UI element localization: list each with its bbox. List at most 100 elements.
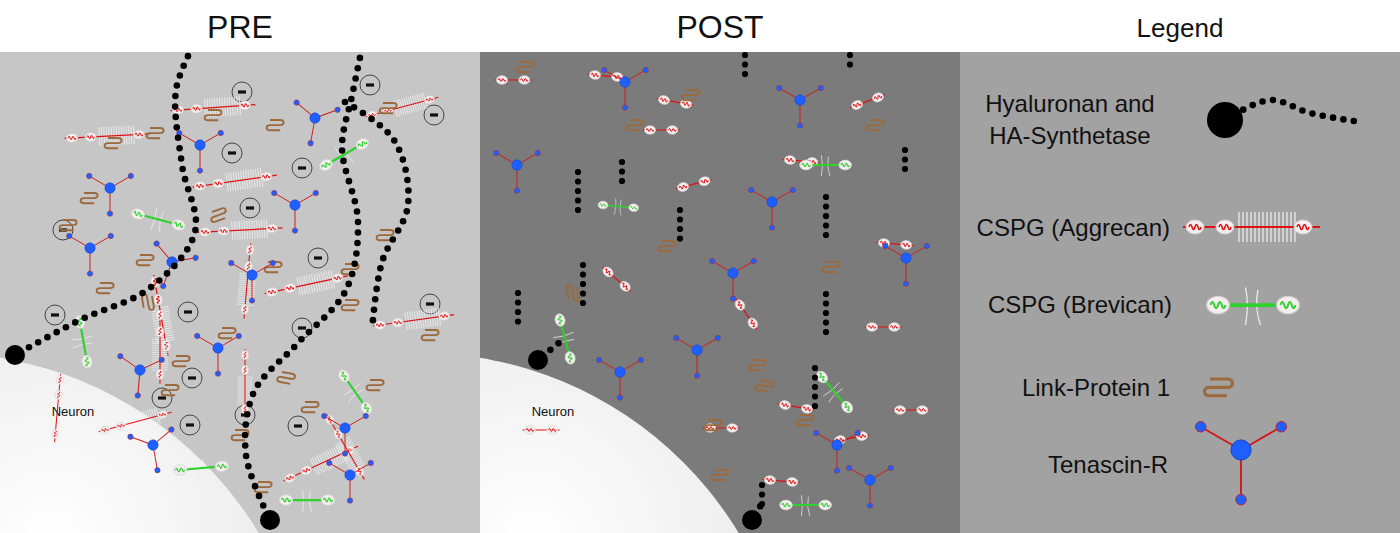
negative-charge bbox=[292, 318, 312, 338]
hyaluronan-fragment bbox=[575, 169, 581, 213]
link-protein bbox=[627, 120, 644, 130]
aggrecan bbox=[732, 296, 760, 331]
globular-domain bbox=[266, 287, 279, 298]
aggrecan bbox=[876, 238, 914, 250]
aggrecan bbox=[762, 475, 800, 487]
globular-domain bbox=[784, 155, 796, 165]
aggrecan bbox=[1183, 212, 1320, 242]
negative-charge bbox=[222, 143, 242, 163]
globular-domain bbox=[871, 91, 884, 103]
globular-domain bbox=[321, 495, 335, 506]
link-protein bbox=[232, 430, 249, 440]
link-protein bbox=[209, 207, 228, 222]
negative-charge bbox=[178, 302, 198, 322]
tenascin-r bbox=[194, 333, 241, 376]
link-protein bbox=[797, 415, 814, 425]
link-protein bbox=[205, 110, 222, 120]
brevican bbox=[800, 155, 852, 176]
link-protein bbox=[81, 193, 98, 203]
globular-domain bbox=[866, 323, 877, 332]
tenascin-r bbox=[748, 187, 795, 230]
tenascin-r bbox=[321, 413, 368, 456]
tenascin-r bbox=[326, 460, 373, 503]
globular-domain bbox=[889, 323, 900, 332]
globular-domain bbox=[191, 104, 203, 113]
neuron-body bbox=[0, 353, 312, 533]
globular-domain bbox=[1207, 296, 1230, 314]
hyaluronan-chain bbox=[547, 340, 562, 353]
aggrecan bbox=[197, 219, 283, 242]
globular-domain bbox=[519, 76, 530, 85]
globular-domain bbox=[676, 181, 689, 192]
aggrecan bbox=[372, 306, 456, 335]
globular-domain bbox=[99, 425, 111, 435]
aggrecan bbox=[849, 91, 887, 112]
negative-charge bbox=[288, 416, 308, 436]
link-protein bbox=[367, 380, 384, 390]
globular-domain bbox=[850, 99, 863, 111]
aggrecan bbox=[238, 349, 253, 418]
globular-domain bbox=[199, 227, 211, 236]
legend-text: Hyaluronan and HA-Synthetase bbox=[965, 88, 1175, 152]
brevican bbox=[1207, 288, 1300, 326]
aggrecan bbox=[64, 125, 150, 148]
negative-charge bbox=[180, 415, 200, 435]
globular-domain bbox=[66, 133, 78, 142]
link-protein bbox=[659, 241, 676, 251]
tenascin-r bbox=[709, 258, 756, 301]
link-protein bbox=[867, 120, 884, 130]
globular-domain bbox=[524, 426, 535, 435]
globular-domain bbox=[496, 76, 507, 85]
hyaluronan-fragment bbox=[619, 159, 625, 184]
globular-domain bbox=[156, 327, 164, 337]
hyaluronan-chain bbox=[242, 55, 363, 509]
globular-domain bbox=[51, 429, 59, 439]
globular-domain bbox=[780, 500, 793, 510]
panel-heading: POST bbox=[676, 9, 763, 46]
globular-domain bbox=[1277, 296, 1300, 314]
link-protein bbox=[566, 284, 579, 303]
link-protein bbox=[105, 138, 122, 148]
negative-charge bbox=[240, 198, 260, 218]
hyaluronan-fragment bbox=[823, 194, 829, 238]
globular-domain bbox=[900, 240, 912, 250]
link-protein bbox=[219, 328, 236, 338]
negative-charge bbox=[232, 82, 252, 102]
legend-samples bbox=[1183, 97, 1357, 505]
link-protein bbox=[277, 371, 296, 384]
negative-charge bbox=[45, 305, 65, 325]
globular-domain bbox=[819, 500, 832, 510]
aggrecan bbox=[643, 126, 680, 135]
link-protein bbox=[342, 300, 359, 310]
hyaluronan-fragment bbox=[902, 147, 908, 172]
globular-domain bbox=[212, 178, 224, 188]
aggrecan bbox=[170, 95, 256, 119]
hyaluronan-fragment bbox=[677, 207, 683, 242]
ha-synthase bbox=[260, 510, 280, 530]
aggrecan bbox=[320, 410, 372, 484]
tenascin-r bbox=[846, 465, 893, 508]
globular-domain bbox=[81, 354, 93, 369]
neuron-body bbox=[480, 353, 792, 533]
globular-domain bbox=[554, 313, 567, 328]
globular-domain bbox=[239, 101, 251, 110]
negative-charge bbox=[182, 368, 202, 388]
globular-domain bbox=[779, 400, 791, 410]
tenascin-r bbox=[86, 173, 133, 216]
aggrecan bbox=[600, 264, 634, 295]
globular-domain bbox=[284, 283, 297, 294]
negative-charge bbox=[308, 248, 328, 268]
aggrecan bbox=[675, 175, 713, 193]
neuron-label: Neuron bbox=[532, 404, 575, 419]
link-protein bbox=[147, 128, 164, 138]
link-protein bbox=[517, 62, 534, 72]
globular-domain bbox=[242, 366, 249, 375]
globular-domain bbox=[194, 181, 206, 191]
link-protein bbox=[755, 379, 774, 392]
link-protein bbox=[749, 360, 766, 370]
globular-domain bbox=[242, 351, 249, 360]
panel-heading: PRE bbox=[207, 9, 273, 46]
brevican bbox=[128, 202, 187, 238]
negative-charge bbox=[360, 75, 380, 95]
globular-domain bbox=[279, 495, 293, 506]
